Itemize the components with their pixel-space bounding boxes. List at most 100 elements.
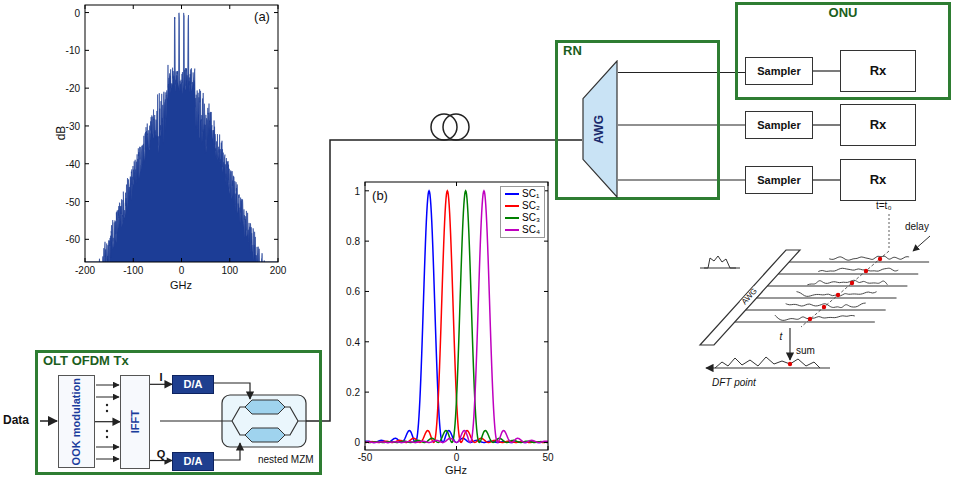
- tick-label: -40: [66, 158, 80, 169]
- awg-dft-sketch: [700, 214, 930, 368]
- tick-label: -10: [66, 45, 80, 56]
- axis-ticks: [85, 163, 89, 164]
- signal-arrow: [95, 421, 120, 422]
- axis-ticks: [229, 258, 230, 262]
- process-box: OOK modulation: [58, 375, 95, 468]
- axis-ticks: [544, 442, 548, 443]
- delay-label: delay: [905, 221, 929, 232]
- tick-label: 50: [542, 452, 553, 463]
- awg-dft-sketch: [746, 310, 886, 311]
- awg-dft-sketch: [878, 257, 882, 261]
- axis-ticks: [181, 258, 182, 262]
- axis-ticks: [365, 291, 369, 292]
- fiber-coil: [443, 114, 469, 140]
- spectrum-plot: [85, 5, 278, 262]
- axis-ticks: [456, 182, 457, 186]
- legend-label: SC₄: [522, 224, 540, 236]
- fiber-coil: [431, 114, 457, 140]
- parallel-arrows: [96, 459, 119, 460]
- axis-ticks: [85, 239, 89, 240]
- component-label: nested MZM: [258, 454, 314, 465]
- parallel-arrows: [106, 436, 108, 438]
- process-box: Sampler: [745, 166, 813, 194]
- awg-dft-sketch: [850, 281, 854, 285]
- tick-label: -50: [66, 196, 80, 207]
- link-line: [322, 140, 582, 421]
- axis-ticks: [365, 190, 369, 191]
- mzm-symbol: [214, 443, 240, 460]
- awg-dft-sketch: [822, 305, 826, 309]
- signal-name: Q: [156, 447, 167, 459]
- process-box: Rx: [840, 104, 916, 146]
- awg-dft-sketch: [706, 367, 830, 368]
- legend-entry: SC₁: [505, 188, 540, 200]
- mzm-symbol: [160, 420, 222, 421]
- legend-swatch: [505, 193, 519, 195]
- process-box: Sampler: [745, 57, 813, 85]
- process-box: Rx: [840, 50, 916, 92]
- tick-label: 0: [354, 437, 360, 448]
- link-line: [813, 179, 840, 180]
- signal-arrow: [150, 384, 172, 385]
- awg-dft-sketch: [829, 256, 909, 260]
- awg-dft-sketch: [789, 262, 929, 263]
- tick-label: -60: [66, 234, 80, 245]
- parallel-arrows: [96, 397, 119, 398]
- block-title: ONU: [829, 6, 858, 21]
- axis-ticks: [544, 291, 548, 292]
- component-label: AWG: [740, 286, 760, 307]
- axis-ticks: [365, 241, 369, 242]
- axis-ticks: [85, 125, 89, 126]
- time-label: t: [780, 331, 783, 342]
- subcarrier-plot: [365, 182, 548, 450]
- box-label: Sampler: [757, 174, 800, 187]
- awg-dft-sketch: [767, 286, 907, 287]
- axis-ticks: [274, 163, 278, 164]
- mzm-symbol: [222, 395, 306, 447]
- legend-label: SC₃: [522, 212, 540, 224]
- axis-ticks: [274, 125, 278, 126]
- tick-label: -200: [75, 265, 95, 276]
- parallel-arrows: [106, 430, 108, 432]
- box-label: Sampler: [757, 119, 800, 132]
- awg-dft-sketch: [789, 328, 790, 360]
- plot-legend: SC₁SC₂SC₃SC₄: [500, 186, 545, 238]
- converter-box: D/A: [172, 452, 214, 471]
- box-label: Rx: [870, 118, 887, 133]
- awg-dft-sketch: [735, 322, 875, 323]
- process-box: Sampler: [745, 111, 813, 139]
- tick-label: 0.8: [346, 236, 360, 247]
- awg-dft-sketch: [757, 298, 897, 299]
- axis-ticks: [544, 392, 548, 393]
- mzm-symbol: [160, 383, 322, 460]
- input-label: Data: [3, 414, 29, 427]
- link-line: [813, 124, 840, 125]
- legend-entry: SC₄: [505, 224, 540, 236]
- axis-ticks: [365, 442, 369, 443]
- plot-ground: [365, 182, 548, 450]
- awg-dft-sketch: [889, 214, 890, 250]
- awg-dft-sketch: [808, 317, 812, 321]
- link-line: [618, 72, 745, 73]
- tick-label: 200: [270, 265, 287, 276]
- axis-ticks: [274, 88, 278, 89]
- axis-ticks: [274, 12, 278, 13]
- awg-dft-sketch: [864, 269, 868, 273]
- axis-ticks: [229, 5, 230, 9]
- box-label: Rx: [870, 173, 887, 188]
- tick-label: 0: [454, 452, 460, 463]
- system-block: RNAWG: [555, 40, 720, 200]
- axis-ticks: [365, 392, 369, 393]
- legend-swatch: [505, 202, 519, 210]
- axis-title: GHz: [445, 464, 467, 476]
- data-arrow: [40, 420, 57, 422]
- tick-label: 0: [74, 7, 80, 18]
- link-line: [618, 124, 745, 125]
- mzm-symbol: [214, 383, 250, 399]
- tick-label: 0: [179, 265, 185, 276]
- axis-ticks: [274, 239, 278, 240]
- sum-label: sum: [796, 345, 815, 356]
- axis-ticks: [85, 50, 89, 51]
- link-line: [618, 179, 745, 180]
- fiber-coil: [431, 114, 469, 140]
